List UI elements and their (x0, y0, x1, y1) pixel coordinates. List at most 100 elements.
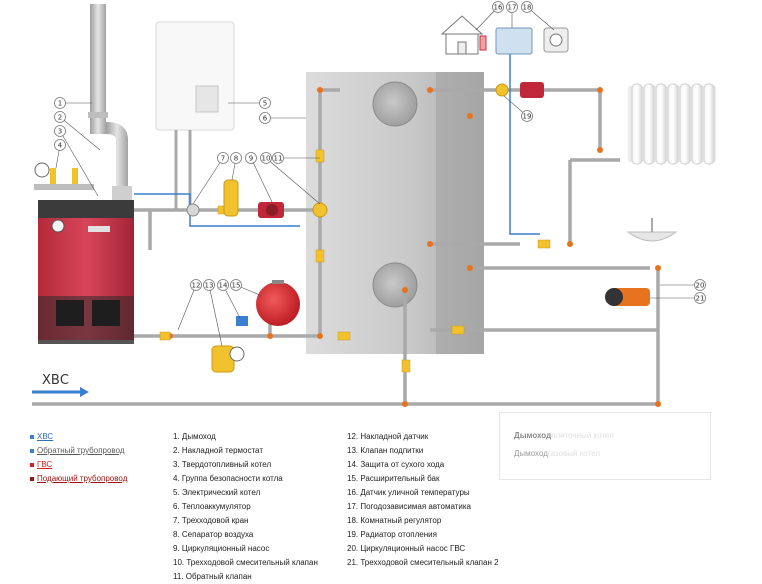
pipe-joints (167, 87, 661, 407)
tooltip-box: Дымоходплиточный котел Дымоходгазовый ко… (499, 412, 711, 480)
callout-number: 20 (696, 282, 705, 290)
pipe-legend-marker (30, 434, 34, 439)
legend-item: 1. Дымоход (173, 432, 216, 441)
callout-marker (521, 1, 533, 13)
tooltip-row: Дымоходгазовый котел (514, 449, 600, 458)
cold-water-arrow-label: ХВС (42, 373, 69, 388)
callout-marker (217, 152, 229, 164)
callout-number: 15 (232, 282, 241, 290)
callout-marker (272, 152, 284, 164)
callout-leader (526, 6, 555, 31)
callout-marker (260, 152, 272, 164)
legend-item: 2. Накладной термостат (173, 446, 263, 455)
callout-number: 2 (58, 114, 62, 122)
callout-marker (54, 97, 66, 109)
heat-accumulator-tank (306, 72, 484, 354)
pipe-legend-marker (30, 462, 34, 467)
tooltip-row: Дымоходплиточный котел (514, 431, 614, 440)
cold-water-arrow (32, 387, 89, 397)
callout-leader (192, 157, 224, 205)
callout-marker (694, 292, 706, 304)
callout-number: 12 (192, 282, 201, 290)
callout-number: 3 (58, 128, 62, 136)
callout-leader (59, 116, 101, 151)
callout-number: 9 (249, 155, 253, 163)
callout-leader (250, 157, 273, 203)
tooltip-title: Дымоход (514, 449, 548, 458)
callout-marker (259, 112, 271, 124)
pipe-legend-label[interactable]: ХВС (37, 432, 54, 441)
callout-marker (245, 152, 257, 164)
outdoor-sensor-house (440, 15, 487, 55)
callout-leader (59, 130, 99, 197)
legend-item: 8. Сепаратор воздуха (173, 530, 254, 539)
pipe-legend-label[interactable]: ГВС (37, 460, 53, 469)
callout-number: 16 (494, 4, 503, 12)
legend-item: 18. Комнатный регулятор (347, 516, 442, 525)
callout-leader (208, 284, 223, 347)
safety-group (34, 162, 94, 190)
callout-number: 19 (523, 113, 532, 121)
legend-item: 16. Датчик уличной температуры (347, 488, 470, 497)
legend-item: 7. Трехходовой кран (173, 516, 249, 525)
legend-item: 14. Защита от сухого хода (347, 460, 445, 469)
weather-controller (495, 27, 533, 55)
legend-item: 4. Группа безопасности котла (173, 474, 283, 483)
callout-number: 1 (58, 100, 62, 108)
callout-marker (259, 97, 271, 109)
callout-number: 14 (219, 282, 228, 290)
pipe-legend-item: ХВС (30, 430, 127, 444)
pipe-legend-marker (30, 476, 34, 481)
callout-number: 6 (263, 115, 268, 123)
callout-number: 13 (205, 282, 214, 290)
callout-number: 8 (234, 155, 238, 163)
legend-item: 3. Твердотопливный котел (173, 460, 272, 469)
legend-item: 9. Циркуляционный насос (173, 544, 270, 553)
callout-marker (230, 279, 242, 291)
callout-number: 21 (696, 295, 705, 303)
callout-marker (54, 111, 66, 123)
pipe-legend-label[interactable]: Обратный трубопровод (37, 446, 125, 455)
room-regulator (543, 27, 569, 53)
legend-item: 10. Трехходовой смесительный клапан (173, 558, 318, 567)
pipe-legend-label[interactable]: Подающий трубопровод (37, 474, 128, 483)
makeup-valve (211, 345, 245, 373)
legend-item: 5. Электрический котел (173, 488, 261, 497)
legend-item: 15. Расширительный бак (347, 474, 440, 483)
callout-marker (217, 279, 229, 291)
pipe-legend: ХВС Обратный трубопровод ГВС Подающий тр… (30, 430, 127, 486)
circulation-pump (258, 202, 284, 218)
callout-number: 11 (274, 155, 283, 163)
callout-marker (190, 279, 202, 291)
pipe-legend-marker (30, 448, 34, 453)
callout-marker (521, 110, 533, 122)
legend-item: 12. Накладной датчик (347, 432, 429, 441)
pipe-connectors (159, 149, 551, 373)
callout-leader (222, 284, 241, 319)
callout-number: 18 (523, 4, 532, 12)
callout-leader (265, 157, 321, 205)
tooltip-title: Дымоход (514, 431, 552, 440)
mixing-valve-2 (495, 82, 544, 98)
callout-marker (203, 279, 215, 291)
component-legend-col1: 1. Дымоход 2. Накладной термостат 3. Тве… (173, 430, 318, 584)
legend-item: 6. Теплоаккумулятор (173, 502, 251, 511)
legend-item: 21. Трехходовой смесительный клапан 2 (347, 558, 499, 567)
three-way-valve (186, 203, 200, 217)
tooltip-faded-text: плиточный котел (551, 431, 614, 440)
component-legend-col2: 12. Накладной датчик 13. Клапан подпитки… (347, 430, 499, 570)
expansion-tank (256, 280, 300, 326)
callout-marker (492, 1, 504, 13)
pipe-legend-item: Подающий трубопровод (30, 472, 127, 486)
sink (626, 218, 678, 242)
legend-item: 19. Радиатор отопления (347, 530, 437, 539)
callout-number: 5 (263, 100, 267, 108)
mixing-valve (312, 202, 328, 218)
tooltip-faded-text: газовый котел (547, 449, 600, 458)
callout-number: 4 (58, 142, 63, 150)
callout-number: 17 (508, 4, 517, 12)
callout-marker (694, 279, 706, 291)
legend-item: 17. Погодозависимая автоматика (347, 502, 471, 511)
